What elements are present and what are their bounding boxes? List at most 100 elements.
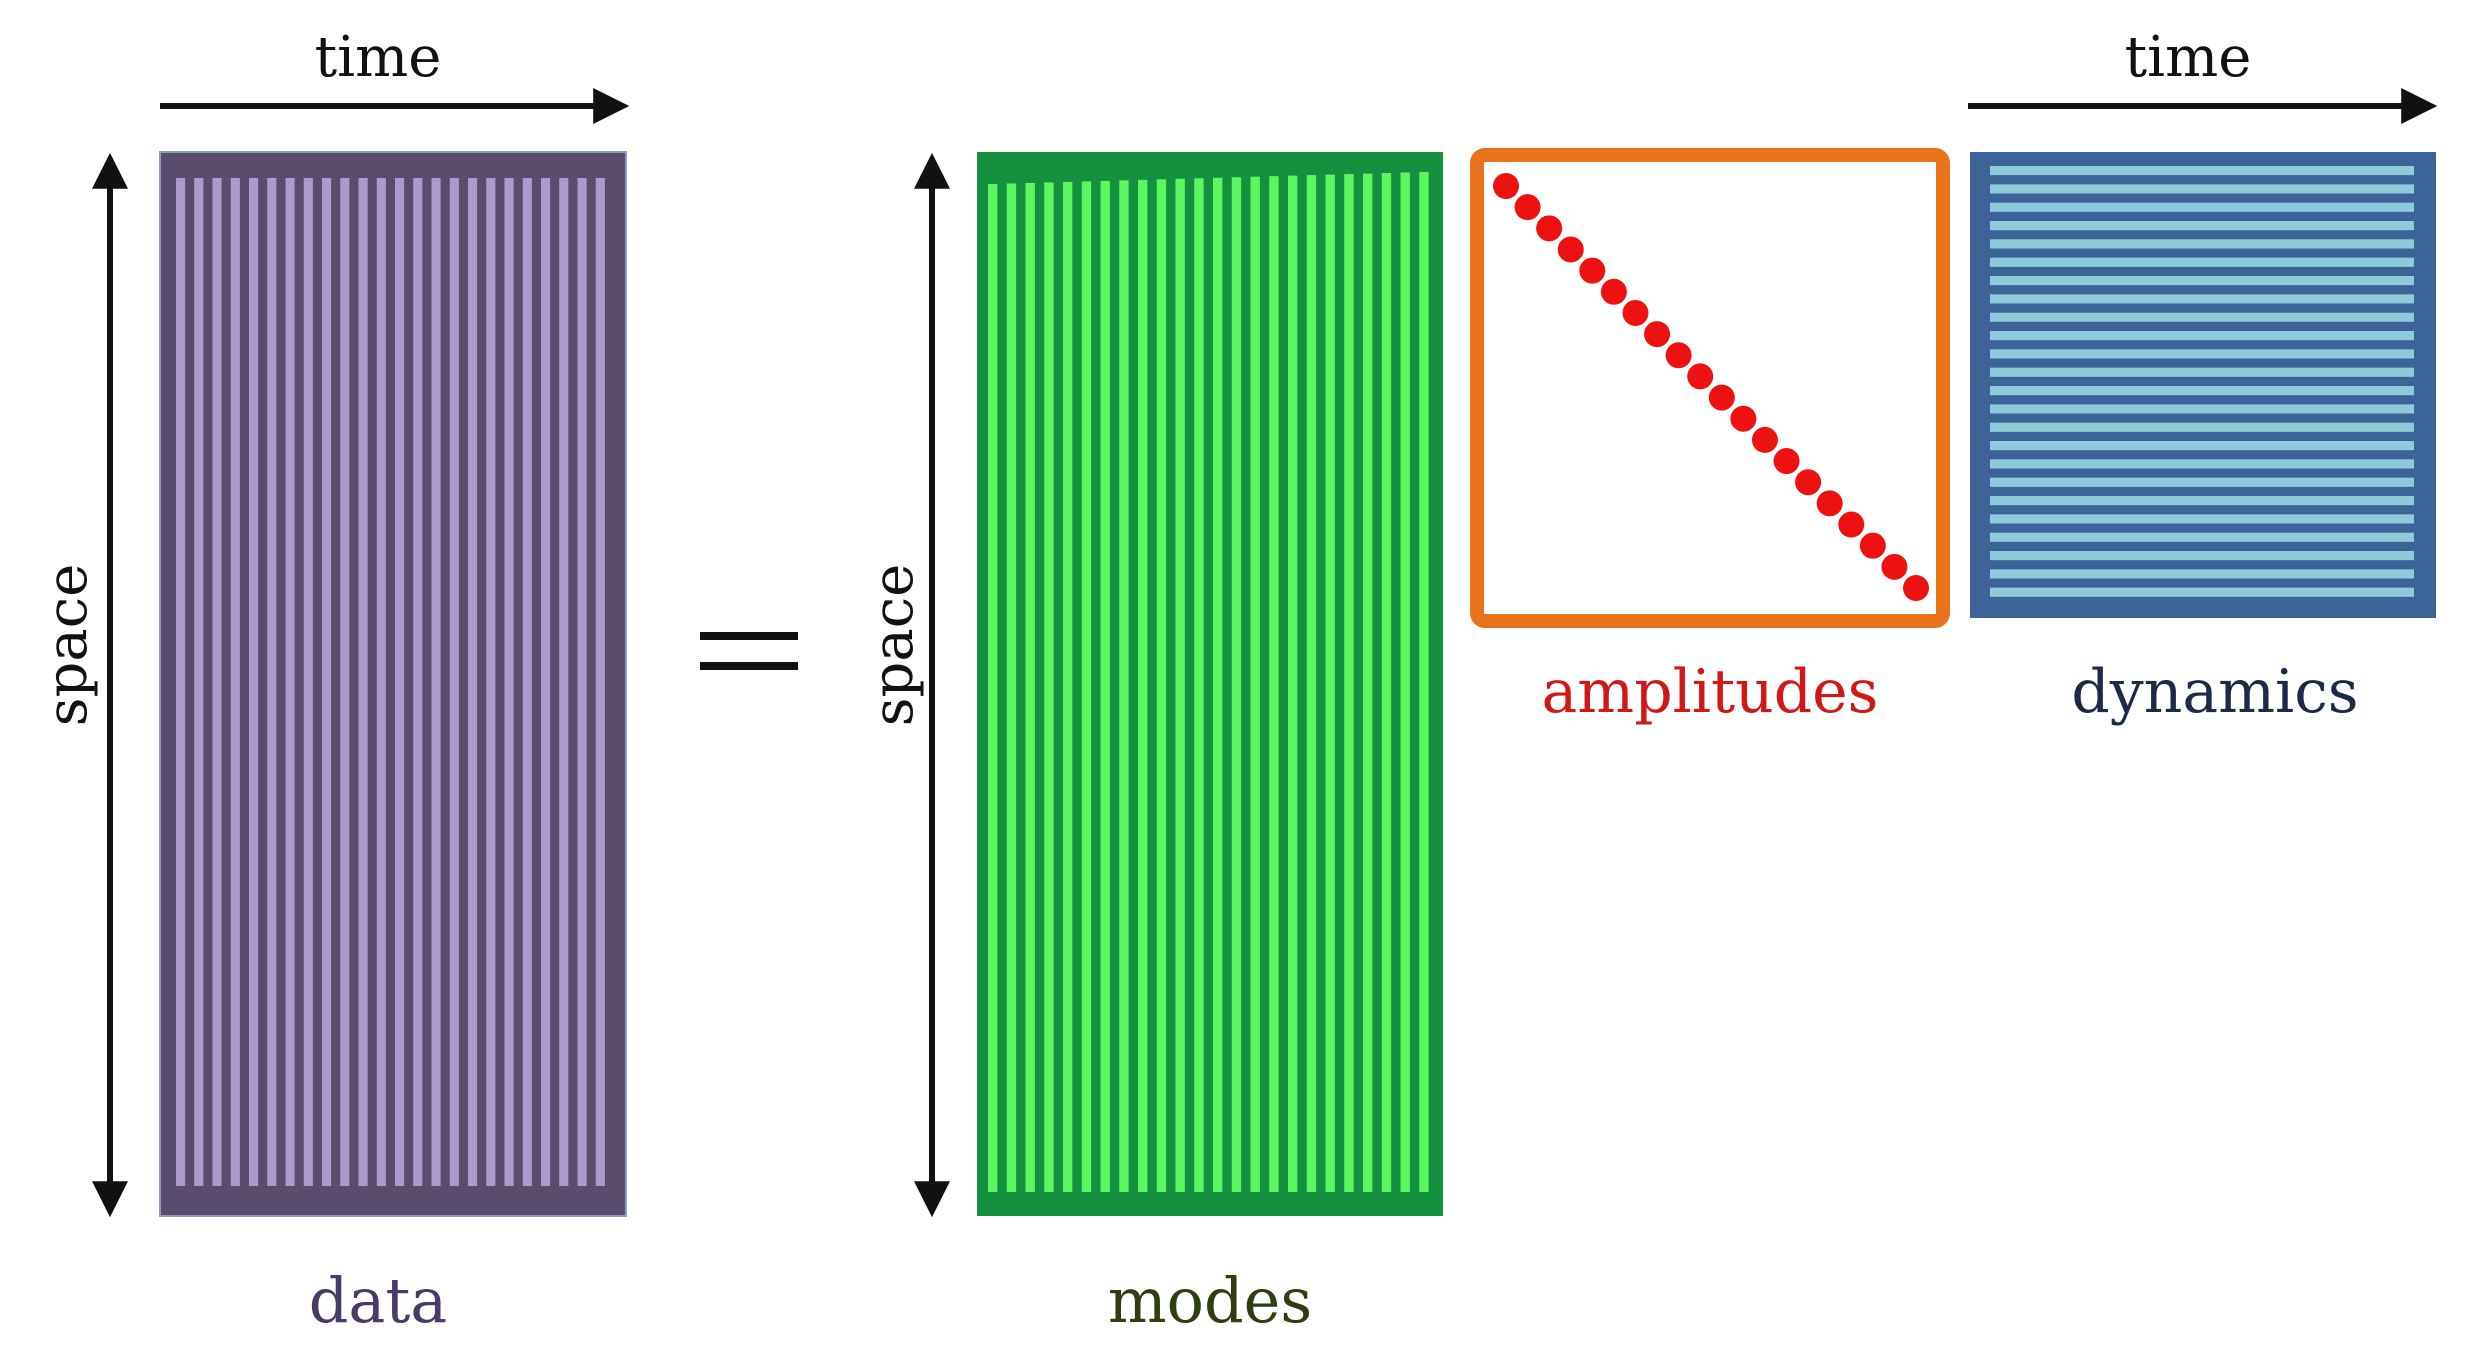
data-stripe	[285, 178, 295, 1186]
dynamics-caption: dynamics	[2071, 657, 2358, 727]
data-stripe	[522, 178, 532, 1186]
dynamics-stripe	[1990, 587, 2414, 597]
modes-stripe	[1381, 173, 1392, 1193]
amplitude-dot	[1838, 511, 1865, 538]
data-stripe	[249, 178, 259, 1186]
dynamics-stripe	[1990, 257, 2414, 267]
modes-stripe	[1138, 179, 1148, 1193]
modes-stripe	[1156, 179, 1167, 1193]
data-stripe	[595, 178, 605, 1186]
amplitude-dot	[1514, 194, 1541, 221]
data-stripe	[413, 178, 423, 1186]
modes-matrix	[977, 152, 1443, 1216]
amplitude-dot	[1730, 405, 1757, 432]
dynamics-stripe	[1990, 477, 2414, 487]
time-label-right: time	[2125, 25, 2252, 90]
amplitude-dot	[1903, 575, 1929, 601]
modes-caption: modes	[1108, 1264, 1312, 1337]
dynamics-stripe	[1990, 422, 2414, 432]
amplitudes-caption: amplitudes	[1542, 657, 1879, 727]
data-stripe	[468, 178, 478, 1186]
modes-stripe	[1025, 182, 1035, 1192]
amplitude-dot	[1557, 236, 1584, 263]
data-stripe	[376, 178, 386, 1186]
amplitude-dot	[1579, 257, 1606, 284]
data-stripe	[212, 178, 222, 1186]
dynamics-stripe	[1990, 551, 2414, 561]
dynamics-stripe	[1990, 441, 2414, 451]
space-label-right: space	[861, 564, 926, 726]
dynamics-stripe	[1990, 202, 2414, 212]
amplitude-dot	[1881, 553, 1908, 580]
amplitude-dots	[1493, 173, 1929, 601]
dynamics-stripe	[1990, 496, 2414, 506]
dynamics-stripe	[1990, 514, 2414, 524]
modes-stripe	[1175, 178, 1185, 1193]
data-caption: data	[309, 1264, 448, 1337]
amplitude-dot	[1622, 299, 1649, 326]
modes-stripe	[1325, 174, 1335, 1192]
dynamics-stripe	[1990, 166, 2414, 176]
data-stripe	[559, 178, 569, 1186]
dynamics-stripe	[1990, 349, 2414, 359]
data-stripe	[577, 178, 587, 1186]
amplitude-dot	[1859, 532, 1886, 559]
amplitude-dot	[1773, 448, 1800, 475]
data-matrix	[159, 151, 627, 1217]
modes-stripe	[1100, 180, 1110, 1192]
dynamics-stripe	[1990, 404, 2414, 414]
dynamics-stripe	[1990, 294, 2414, 304]
modes-stripe	[1363, 173, 1373, 1193]
modes-stripe	[1344, 174, 1354, 1192]
data-stripe	[358, 178, 368, 1186]
dynamics-stripe	[1990, 459, 2414, 469]
modes-stripe	[988, 184, 998, 1192]
data-stripe	[303, 178, 313, 1186]
dynamics-stripes	[1990, 166, 2414, 597]
modes-stripe	[1231, 177, 1242, 1192]
data-matrix-frame	[159, 151, 627, 1217]
amplitude-dot	[1644, 321, 1671, 348]
data-stripe	[176, 178, 186, 1186]
modes-stripe	[1006, 183, 1017, 1192]
dynamics-stripe	[1990, 331, 2414, 341]
modes-stripe	[1213, 177, 1223, 1192]
time-label-left: time	[315, 25, 442, 90]
dynamics-stripe	[1990, 221, 2414, 231]
modes-stripe	[1400, 172, 1410, 1193]
data-stripe	[504, 178, 514, 1186]
equals-sign	[700, 632, 798, 670]
dynamics-stripe	[1990, 532, 2414, 542]
data-stripe	[541, 178, 551, 1186]
modes-stripe	[1044, 182, 1054, 1192]
data-stripe	[486, 178, 496, 1186]
amplitude-dot	[1816, 490, 1843, 517]
amplitudes-matrix	[1470, 148, 1950, 628]
data-stripe	[340, 178, 350, 1186]
modes-stripes	[988, 172, 1429, 1193]
amplitude-dot	[1687, 363, 1714, 390]
amplitude-dot	[1708, 384, 1735, 411]
data-stripe	[395, 178, 405, 1186]
modes-stripe	[1250, 176, 1260, 1192]
data-stripe	[322, 178, 332, 1186]
modes-stripe	[1063, 181, 1073, 1193]
modes-stripe	[1081, 181, 1092, 1193]
modes-stripe	[1306, 175, 1317, 1192]
dynamics-stripe	[1990, 184, 2414, 194]
dynamics-stripe	[1990, 312, 2414, 322]
data-stripe	[431, 178, 441, 1186]
dynamics-stripe	[1990, 239, 2414, 249]
dynamics-stripe	[1990, 569, 2414, 579]
amplitude-dot	[1795, 469, 1822, 496]
data-stripe	[267, 178, 277, 1186]
data-stripe	[230, 178, 240, 1186]
amplitude-dot	[1493, 173, 1519, 199]
modes-stripe	[1194, 178, 1204, 1192]
modes-stripe	[1269, 176, 1279, 1192]
modes-stripe	[1288, 175, 1298, 1193]
modes-stripe	[1419, 172, 1429, 1192]
amplitude-dot	[1536, 215, 1563, 242]
modes-stripe	[1119, 180, 1129, 1192]
